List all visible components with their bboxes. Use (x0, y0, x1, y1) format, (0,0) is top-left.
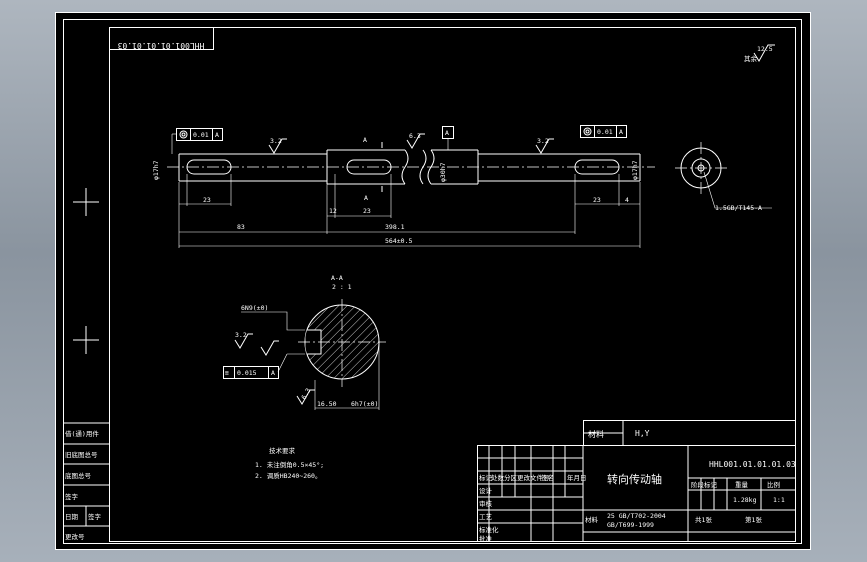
svg-text:技术要求: 技术要求 (269, 446, 296, 455)
svg-text:23: 23 (203, 196, 211, 204)
svg-text:4: 4 (625, 196, 629, 204)
dia-mid-label: φ30h7 (439, 162, 447, 182)
part-name: 转向传动轴 (607, 472, 662, 486)
svg-text:工艺: 工艺 (479, 513, 493, 521)
svg-text:3.2: 3.2 (235, 331, 247, 339)
svg-text:398.1: 398.1 (385, 223, 405, 231)
svg-text:≡: ≡ (225, 369, 229, 377)
svg-text:材料: 材料 (585, 515, 599, 524)
svg-text:2. 调质HB240~260。: 2. 调质HB240~260。 (255, 471, 321, 480)
svg-text:更改号: 更改号 (65, 532, 85, 541)
svg-text:1:1: 1:1 (773, 496, 785, 504)
svg-text:6N9(±0): 6N9(±0) (241, 304, 268, 312)
svg-text:标准化: 标准化 (479, 525, 499, 534)
shaft-main-view (167, 142, 655, 192)
svg-text:批准: 批准 (479, 534, 493, 543)
runout-tolerance-left: 0.01 A (171, 128, 223, 154)
roughness-3-2-right: 3.2 (535, 137, 554, 154)
svg-text:12.5: 12.5 (757, 45, 773, 53)
svg-text:材料: 材料 (588, 429, 604, 439)
svg-text:2 : 1: 2 : 1 (332, 283, 352, 291)
roughness-symbol-default: 12.5 其余 (744, 44, 775, 63)
svg-text:23: 23 (363, 207, 371, 215)
section-mark-a-bottom: A (364, 194, 368, 202)
roughness-6-3-mid: 6.3 (406, 132, 425, 149)
svg-text:25 GB/T702-2004: 25 GB/T702-2004 (607, 512, 666, 520)
drawing-canvas: HHL001.01.01.01.03 12.5 其余 (55, 12, 811, 550)
keyway-right (574, 159, 620, 175)
svg-text:1.28kg: 1.28kg (733, 496, 757, 504)
svg-text:12: 12 (329, 207, 337, 215)
dia-right-label: φ17h7 (631, 160, 639, 180)
svg-text:3.2: 3.2 (537, 137, 549, 145)
left-strip-table: 借(通)用件 旧底图总号 底图总号 签字 日期 签字 更改号 (63, 422, 109, 541)
svg-text:年月日: 年月日 (567, 473, 587, 482)
svg-text:1.5GB/T145-A: 1.5GB/T145-A (715, 204, 762, 212)
svg-text:GB/T699-1999: GB/T699-1999 (607, 521, 654, 529)
dia-left-label: φ17h7 (152, 160, 160, 180)
svg-text:564±0.5: 564±0.5 (385, 237, 412, 245)
svg-text:16.50: 16.50 (317, 400, 337, 408)
svg-text:阶段标记: 阶段标记 (691, 480, 718, 489)
drawing-frame (109, 27, 796, 542)
svg-text:A: A (215, 131, 219, 139)
svg-text:签字: 签字 (88, 512, 102, 521)
svg-text:A-A: A-A (331, 274, 343, 282)
svg-text:0.01: 0.01 (193, 131, 209, 139)
paper-border (63, 19, 802, 544)
svg-text:6h7(±0): 6h7(±0) (351, 400, 378, 408)
svg-text:3.2: 3.2 (270, 137, 282, 145)
svg-text:审核: 审核 (479, 499, 493, 508)
runout-tolerance-right: 0.01 A (580, 125, 627, 138)
svg-text:签字: 签字 (65, 492, 79, 501)
svg-text:H,Y: H,Y (635, 429, 650, 438)
drawing-number: HHL001.01.01.01.03 (709, 460, 796, 469)
technical-requirements: 技术要求 1. 未注倒角0.5×45°; 2. 调质HB240~260。 (255, 446, 324, 480)
svg-text:A: A (271, 369, 275, 377)
svg-text:旧底图总号: 旧底图总号 (65, 450, 98, 459)
svg-text:其余: 其余 (744, 54, 758, 63)
outer-border (55, 12, 811, 550)
svg-text:标记: 标记 (479, 473, 493, 482)
svg-text:83: 83 (237, 223, 245, 231)
left-margin-marks (73, 188, 99, 354)
dimension-lines: 23 83 12 23 398.1 23 4 564±0.5 (178, 174, 641, 248)
svg-text:更改文件号: 更改文件号 (517, 473, 550, 482)
svg-text:A: A (619, 128, 623, 136)
svg-text:借(通)用件: 借(通)用件 (65, 429, 99, 438)
svg-text:比例: 比例 (767, 480, 780, 489)
keyway-left (186, 159, 232, 175)
svg-text:6.3: 6.3 (300, 387, 313, 401)
svg-text:重量: 重量 (735, 481, 749, 489)
svg-text:底图总号: 底图总号 (65, 471, 92, 480)
svg-text:6.3: 6.3 (409, 132, 421, 140)
svg-text:1. 未注倒角0.5×45°;: 1. 未注倒角0.5×45°; (255, 460, 324, 469)
svg-text:日期: 日期 (65, 513, 79, 521)
datum-A-box: A (442, 126, 454, 150)
svg-text:分区: 分区 (504, 473, 518, 482)
svg-text:0.01: 0.01 (597, 128, 613, 136)
keyway-mid (346, 159, 392, 175)
end-view-center-hole: 1.5GB/T145-A (675, 142, 772, 212)
svg-text:第1张: 第1张 (745, 515, 762, 524)
svg-text:23: 23 (593, 196, 601, 204)
cad-model-viewport[interactable]: HHL001.01.01.01.03 12.5 其余 (55, 12, 811, 550)
mirrored-number-box (109, 27, 214, 50)
svg-text:共1张: 共1张 (695, 515, 712, 524)
svg-text:处数: 处数 (491, 473, 505, 482)
svg-text:A: A (445, 129, 449, 137)
svg-text:签名: 签名 (541, 473, 554, 482)
mirrored-drawing-number: HHL001.01.01.01.03 (117, 41, 204, 50)
svg-text:设计: 设计 (479, 486, 493, 495)
svg-text:0.015: 0.015 (237, 369, 257, 377)
section-mark-a-top: A (363, 136, 367, 144)
roughness-3-2-left: 3.2 (268, 137, 287, 154)
section-A-A: A-A 2 : 1 6N9(±0) 3.2 ≡ 0.015 A 6.3 16.5… (223, 274, 386, 410)
title-block: 材料 H,Y 标记 处数 分区 更改文件号 签名 年月日 设计 审核 工艺 标准… (477, 420, 796, 543)
